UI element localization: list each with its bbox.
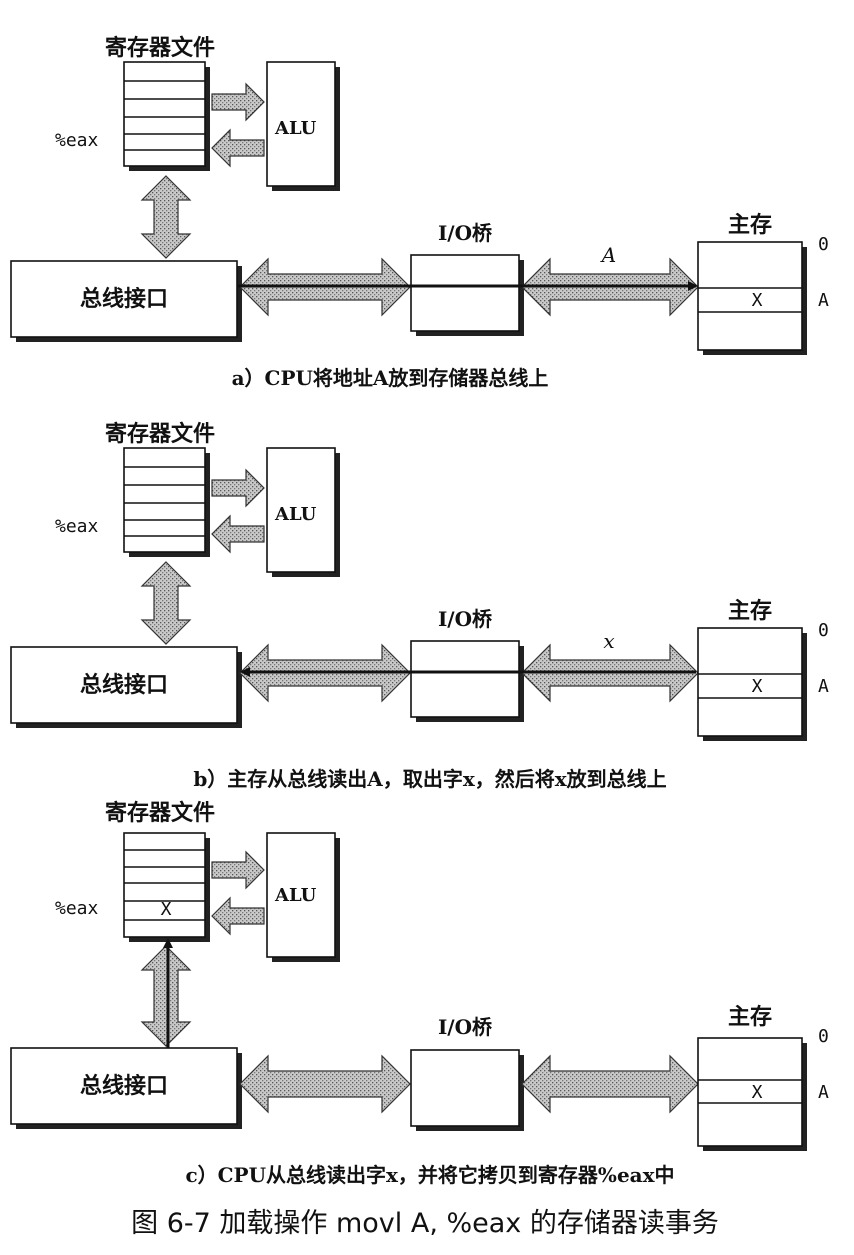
- memory-cell-value: X: [752, 676, 763, 697]
- alu-to-reg-arrow: [211, 896, 265, 936]
- address-0-label: 0: [818, 1026, 829, 1047]
- main-memory-box: [697, 627, 807, 741]
- main-memory-box: [697, 1037, 807, 1151]
- alu-label: ALU: [274, 504, 317, 525]
- register-file-label: 寄存器文件: [105, 800, 215, 826]
- alu-box: [266, 832, 340, 962]
- bus-interface-box: [10, 646, 242, 728]
- reg-bus-vertical-arrow: [140, 945, 192, 1047]
- main-memory-label: 主存: [728, 212, 772, 238]
- reg-to-alu-arrow: [211, 82, 265, 122]
- eax-register-value: X: [161, 899, 172, 920]
- reg-bus-vertical-arrow: [140, 175, 192, 259]
- alu-box: [266, 447, 340, 577]
- memory-bus-arrow: [521, 1054, 699, 1114]
- address-0-label: 0: [818, 620, 829, 641]
- bus-interface-box: [10, 260, 242, 342]
- panel-caption: b）主存从总线读出A，取出字x，然后将x放到总线上: [193, 767, 666, 791]
- alu-label: ALU: [274, 885, 317, 906]
- eax-label: %eax: [55, 130, 99, 151]
- figure-caption: 图 6-7 加载操作 movl A, %eax 的存储器读事务: [131, 1208, 719, 1239]
- register-file-label: 寄存器文件: [105, 35, 215, 61]
- io-bridge-box: [410, 1049, 524, 1131]
- bus-interface-label: 总线接口: [80, 286, 168, 312]
- address-a-label: A: [818, 290, 829, 311]
- eax-label: %eax: [55, 898, 99, 919]
- panel-a: 寄存器文件 %eax ALU 总线接口 I/O桥: [10, 35, 829, 390]
- register-file-label: 寄存器文件: [105, 421, 215, 447]
- panel-b: 寄存器文件 %eax ALU 总线接口 I/O桥: [10, 421, 829, 791]
- reg-to-alu-arrow: [211, 468, 265, 508]
- panel-caption: a）CPU将地址A放到存储器总线上: [232, 366, 549, 390]
- alu-label: ALU: [274, 118, 317, 139]
- io-bridge-box: [410, 254, 524, 336]
- system-bus-arrow: [239, 1054, 411, 1114]
- main-memory-label: 主存: [728, 598, 772, 624]
- panel-c: 寄存器文件 %eax X ALU 总线接口 I/O桥: [10, 800, 829, 1187]
- reg-to-alu-arrow: [211, 850, 265, 890]
- memory-cell-value: X: [752, 290, 763, 311]
- main-memory-box: [697, 241, 807, 355]
- io-bridge-label: I/O桥: [438, 607, 493, 631]
- io-bridge-label: I/O桥: [438, 221, 493, 245]
- address-a-label: A: [818, 676, 829, 697]
- main-memory-label: 主存: [728, 1004, 772, 1030]
- panel-caption: c）CPU从总线读出字x，并将它拷贝到寄存器%eax中: [185, 1163, 674, 1187]
- eax-label: %eax: [55, 516, 99, 537]
- bus-interface-box: [10, 1047, 242, 1129]
- bus-interface-label: 总线接口: [80, 1073, 168, 1099]
- io-bridge-box: [410, 640, 524, 722]
- io-bridge-label: I/O桥: [438, 1015, 493, 1039]
- alu-box: [266, 61, 340, 191]
- bus-value-label: A: [600, 243, 616, 267]
- reg-bus-vertical-arrow: [140, 561, 192, 645]
- bus-interface-label: 总线接口: [80, 672, 168, 698]
- memory-cell-value: X: [752, 1082, 763, 1103]
- bus-value-label: x: [603, 629, 614, 653]
- alu-to-reg-arrow: [211, 128, 265, 168]
- register-file: [123, 61, 210, 171]
- address-a-label: A: [818, 1082, 829, 1103]
- register-file: [123, 447, 210, 557]
- register-file: [123, 832, 210, 942]
- alu-to-reg-arrow: [211, 514, 265, 554]
- address-0-label: 0: [818, 234, 829, 255]
